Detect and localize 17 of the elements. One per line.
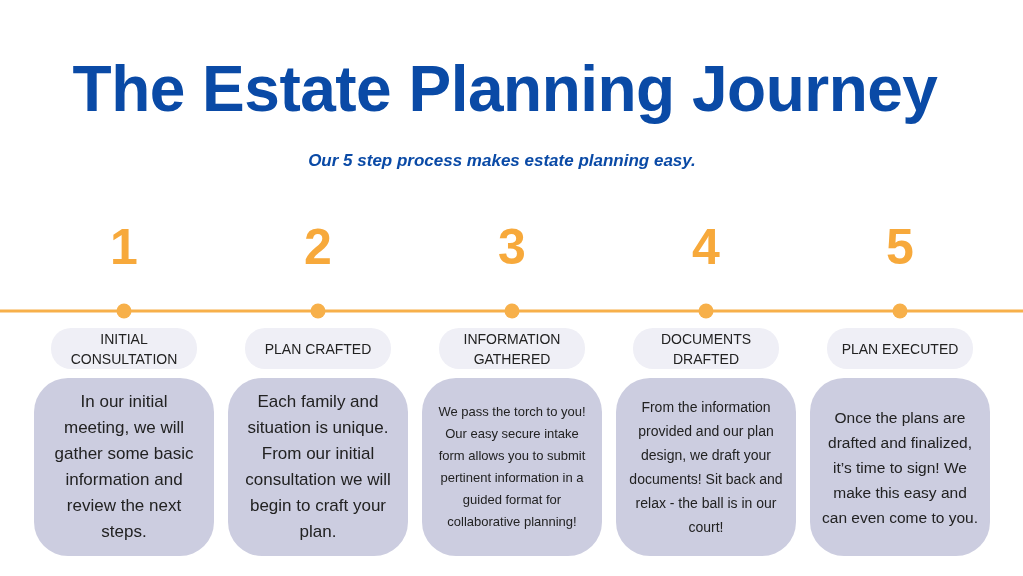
step-label: PLAN EXECUTED xyxy=(827,328,973,369)
step-description-card: Once the plans are drafted and finalized, it’s time to sign! We make this easy and can even come to you. xyxy=(810,378,990,556)
subtitle: Our 5 step process makes estate planning easy. xyxy=(307,151,697,171)
title: The Estate Planning Journey xyxy=(71,52,939,126)
step-number: 2 xyxy=(303,218,333,276)
step-label: DOCUMENTS DRAFTED xyxy=(633,328,779,369)
step-number: 4 xyxy=(691,218,721,276)
step-label: INITIAL CONSULTATION xyxy=(51,328,197,369)
step-description-card: In our initial meeting, we will gather some basic information and review the next steps. xyxy=(34,378,214,556)
step-number: 1 xyxy=(109,218,139,276)
step-label: PLAN CRAFTED xyxy=(245,328,391,369)
step-description-card: From the information provided and our plan design, we draft your documents! Sit back and relax - the ball is in our court! xyxy=(616,378,796,556)
step-number: 5 xyxy=(885,218,915,276)
step-number: 3 xyxy=(497,218,527,276)
step-label: INFORMATION GATHERED xyxy=(439,328,585,369)
step-description-card: Each family and situation is unique. From our initial consultation we will begin to craft your plan. xyxy=(228,378,408,556)
step-description-card: We pass the torch to you! Our easy secure intake form allows you to submit pertinent information in a guided format for collaborative planning! xyxy=(422,378,602,556)
